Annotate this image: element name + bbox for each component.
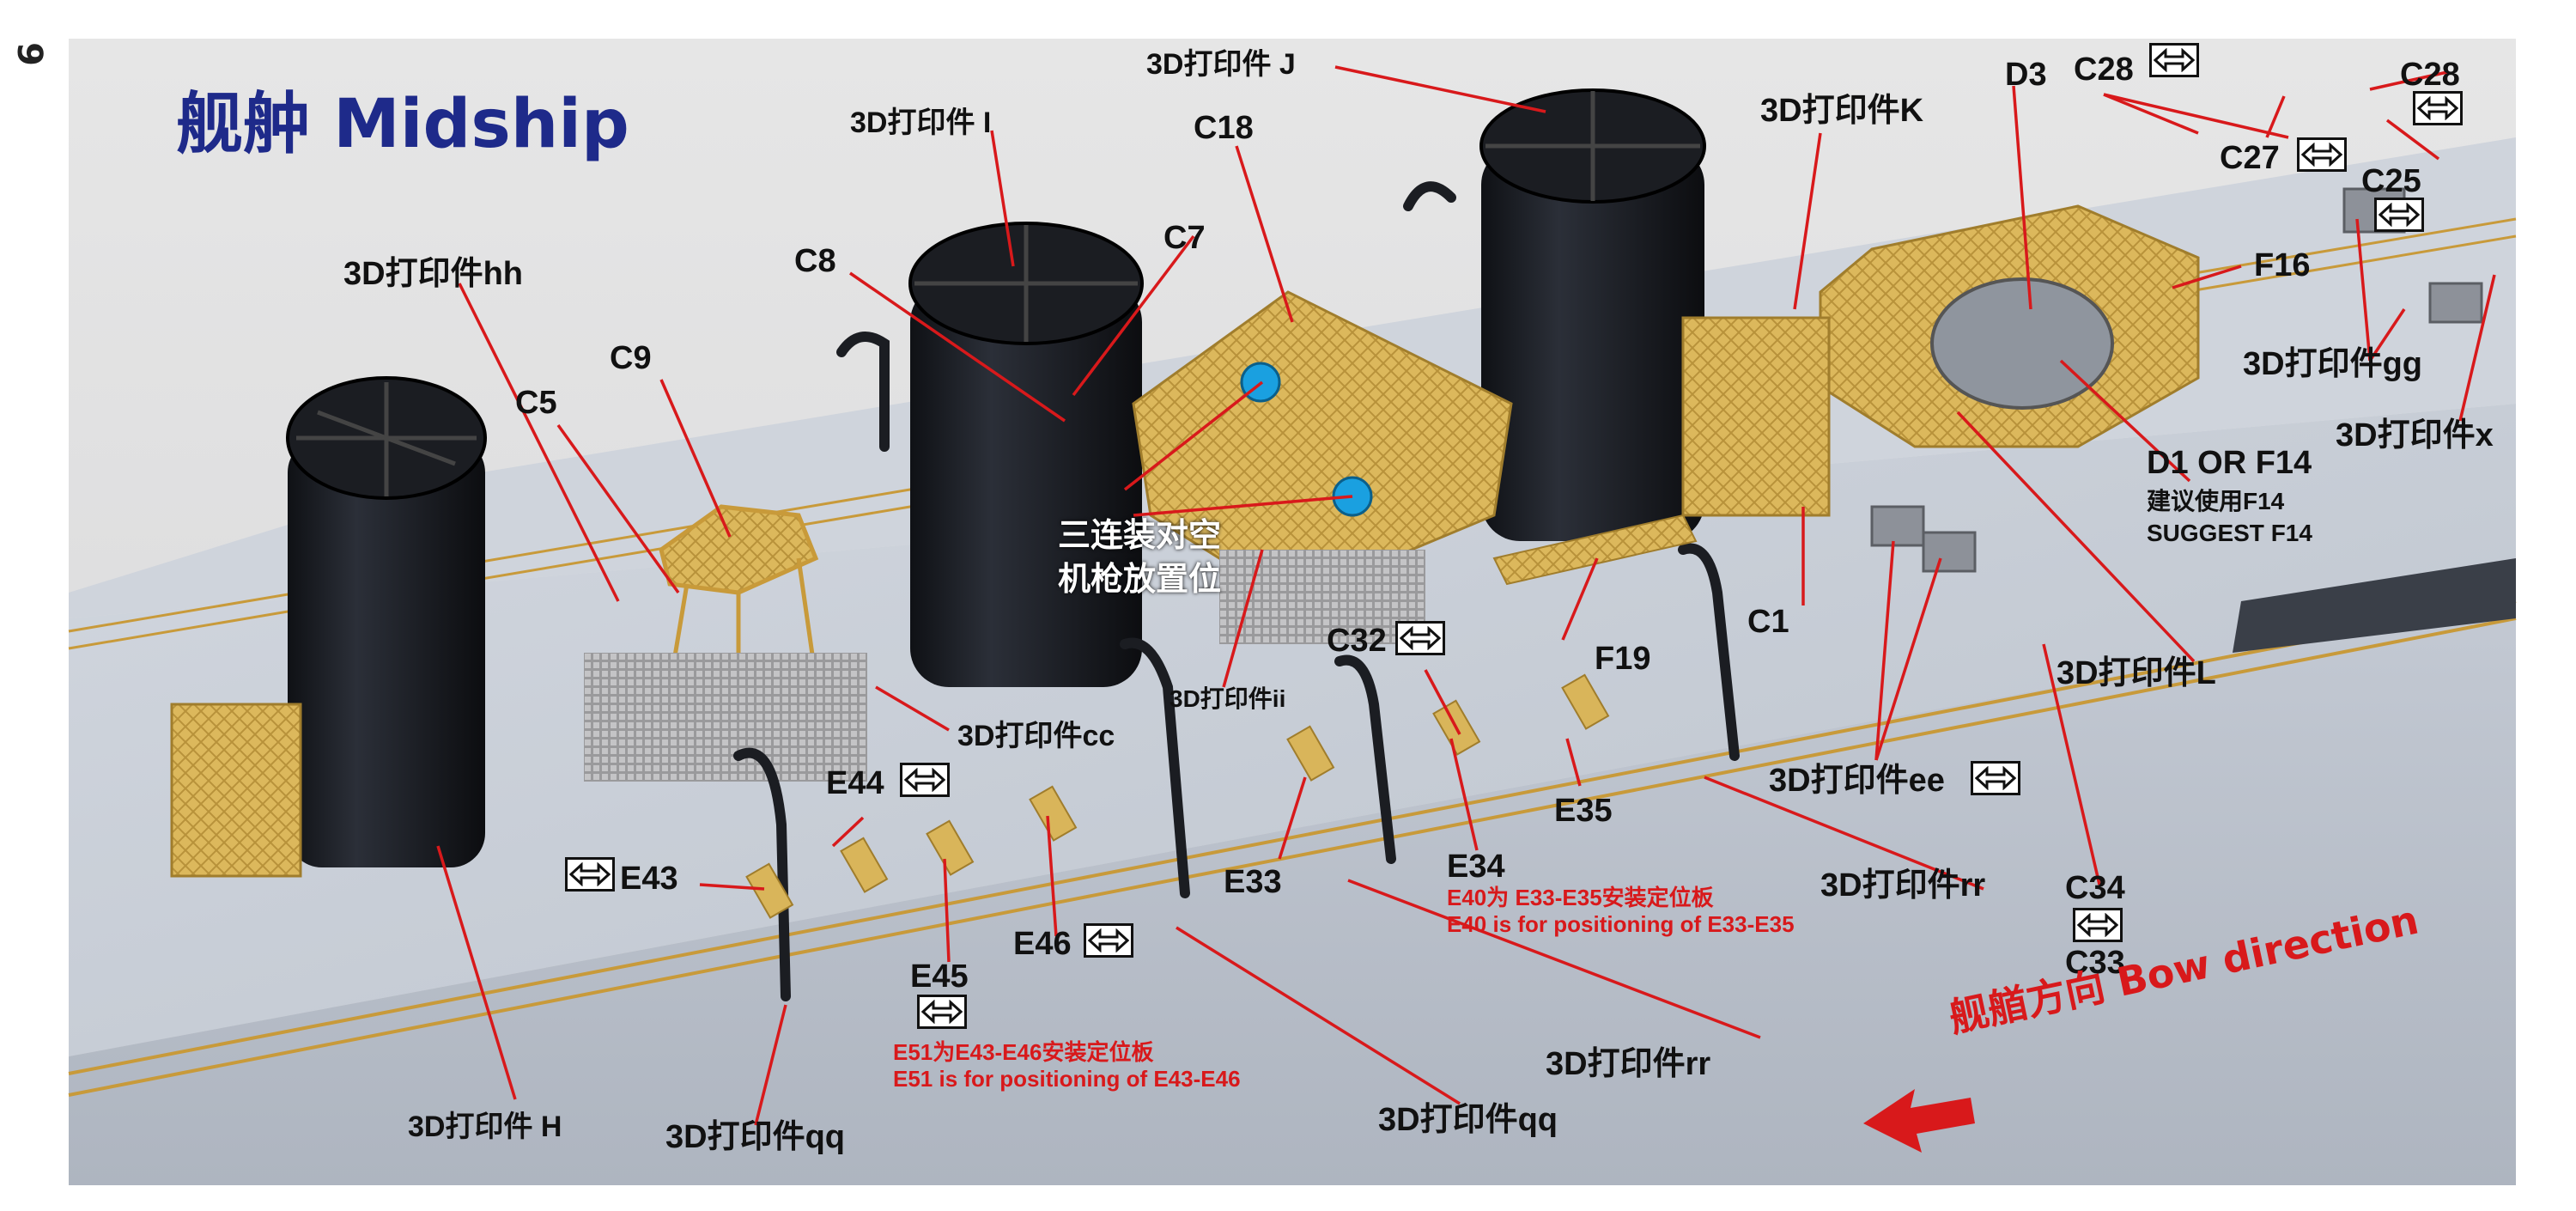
label-c33: C33 bbox=[2065, 945, 2125, 981]
label-e44: E44 bbox=[826, 765, 884, 801]
swap-arrow-icon bbox=[2413, 91, 2463, 125]
mesh-box-left bbox=[170, 703, 302, 878]
label-part-qq-2: 3D打印件qq bbox=[1378, 1102, 1558, 1138]
label-c28a: C28 bbox=[2074, 52, 2134, 88]
f19-strip bbox=[1492, 514, 1698, 586]
label-e43: E43 bbox=[620, 861, 678, 897]
swap-arrow-icon bbox=[1084, 923, 1133, 958]
aa-note-line-1: 三连装对空 bbox=[1058, 516, 1222, 554]
swap-arrow-icon bbox=[917, 995, 967, 1029]
label-f16: F16 bbox=[2254, 247, 2311, 283]
label-c18: C18 bbox=[1194, 110, 1254, 146]
label-part-cc: 3D打印件cc bbox=[957, 720, 1115, 752]
note-e40-cn: E40为 E33-E35安装定位板 bbox=[1447, 885, 1714, 910]
railing-near bbox=[68, 599, 2517, 1097]
swap-arrow-icon bbox=[1971, 761, 2020, 795]
label-part-k: 3D打印件K bbox=[1760, 93, 1924, 129]
label-c7: C7 bbox=[1163, 220, 1206, 256]
label-part-ii: 3D打印件ii bbox=[1170, 685, 1286, 712]
aa-gun-position-note: 三连装对空 机枪放置位 bbox=[1058, 514, 1221, 602]
label-c9: C9 bbox=[610, 340, 652, 376]
hull-side bbox=[69, 601, 2516, 1185]
label-part-l: 3D打印件L bbox=[2057, 655, 2216, 691]
note-e51: E51为E43-E46安装定位板 E51 is for positioning … bbox=[893, 1039, 1241, 1092]
label-part-h: 3D打印件 H bbox=[408, 1111, 562, 1143]
note-e51-en: E51 is for positioning of E43-E46 bbox=[893, 1066, 1241, 1092]
aa-note-line-2: 机枪放置位 bbox=[1058, 560, 1222, 599]
label-d1-or-f14: D1 OR F14 bbox=[2147, 445, 2312, 481]
label-c27: C27 bbox=[2220, 140, 2280, 176]
label-e46: E46 bbox=[1013, 926, 1072, 962]
label-c34: C34 bbox=[2065, 870, 2125, 906]
swap-arrow-icon bbox=[2073, 908, 2123, 942]
label-c32: C32 bbox=[1327, 623, 1387, 659]
label-part-x: 3D打印件x bbox=[2336, 417, 2494, 453]
note-e40: E40为 E33-E35安装定位板 E40 is for positioning… bbox=[1447, 885, 1795, 938]
label-e33: E33 bbox=[1224, 864, 1282, 900]
label-suggest-cn: 建议使用F14 bbox=[2147, 488, 2285, 514]
funnel-j bbox=[1479, 88, 1706, 541]
note-e51-cn: E51为E43-E46安装定位板 bbox=[893, 1039, 1154, 1065]
label-part-j: 3D打印件 J bbox=[1146, 48, 1296, 81]
label-part-i: 3D打印件 I bbox=[850, 106, 992, 139]
e-fittings bbox=[745, 673, 1610, 919]
leader-lines bbox=[436, 65, 2496, 1126]
label-c1: C1 bbox=[1747, 604, 1789, 640]
label-f19: F19 bbox=[1595, 641, 1651, 677]
c9-tower bbox=[659, 504, 819, 704]
label-e35: E35 bbox=[1554, 793, 1613, 829]
swap-arrow-icon bbox=[2374, 198, 2424, 232]
derricks bbox=[733, 181, 1740, 1001]
label-part-hh: 3D打印件hh bbox=[343, 256, 524, 292]
label-c5: C5 bbox=[515, 385, 557, 421]
page-title: 舰舯 Midship bbox=[176, 86, 629, 163]
label-part-ee: 3D打印件ee bbox=[1769, 763, 1945, 799]
note-e40-en: E40 is for positioning of E33-E35 bbox=[1447, 911, 1795, 938]
mesh-box-right bbox=[1681, 316, 1831, 517]
swap-arrow-icon bbox=[2297, 137, 2347, 172]
label-part-qq-1: 3D打印件qq bbox=[665, 1119, 846, 1155]
small-blocks bbox=[1870, 187, 2483, 573]
swap-arrow-icon bbox=[1395, 621, 1445, 655]
label-part-gg: 3D打印件gg bbox=[2243, 346, 2423, 382]
deckhouse bbox=[584, 653, 867, 782]
label-c8: C8 bbox=[794, 243, 836, 279]
page-number: 9 bbox=[9, 42, 49, 66]
label-part-rr-1: 3D打印件rr bbox=[1820, 867, 1986, 904]
funnel-h bbox=[286, 376, 487, 867]
label-c28b: C28 bbox=[2400, 57, 2460, 93]
octagon-center bbox=[1930, 277, 2114, 410]
label-part-rr-2: 3D打印件rr bbox=[1546, 1046, 1711, 1082]
swap-arrow-icon bbox=[565, 857, 615, 892]
hull-opening bbox=[2233, 558, 2516, 653]
swap-arrow-icon bbox=[2149, 43, 2199, 77]
label-e34: E34 bbox=[1447, 849, 1505, 885]
platform-base bbox=[1219, 550, 1425, 644]
label-c25: C25 bbox=[2361, 163, 2421, 199]
funnel-i bbox=[908, 222, 1144, 687]
label-d3: D3 bbox=[2005, 57, 2047, 93]
label-suggest-en: SUGGEST F14 bbox=[2147, 520, 2312, 546]
swap-arrow-icon bbox=[900, 763, 950, 797]
bow-arrow-icon bbox=[1863, 1089, 1975, 1153]
label-e45: E45 bbox=[910, 958, 969, 995]
